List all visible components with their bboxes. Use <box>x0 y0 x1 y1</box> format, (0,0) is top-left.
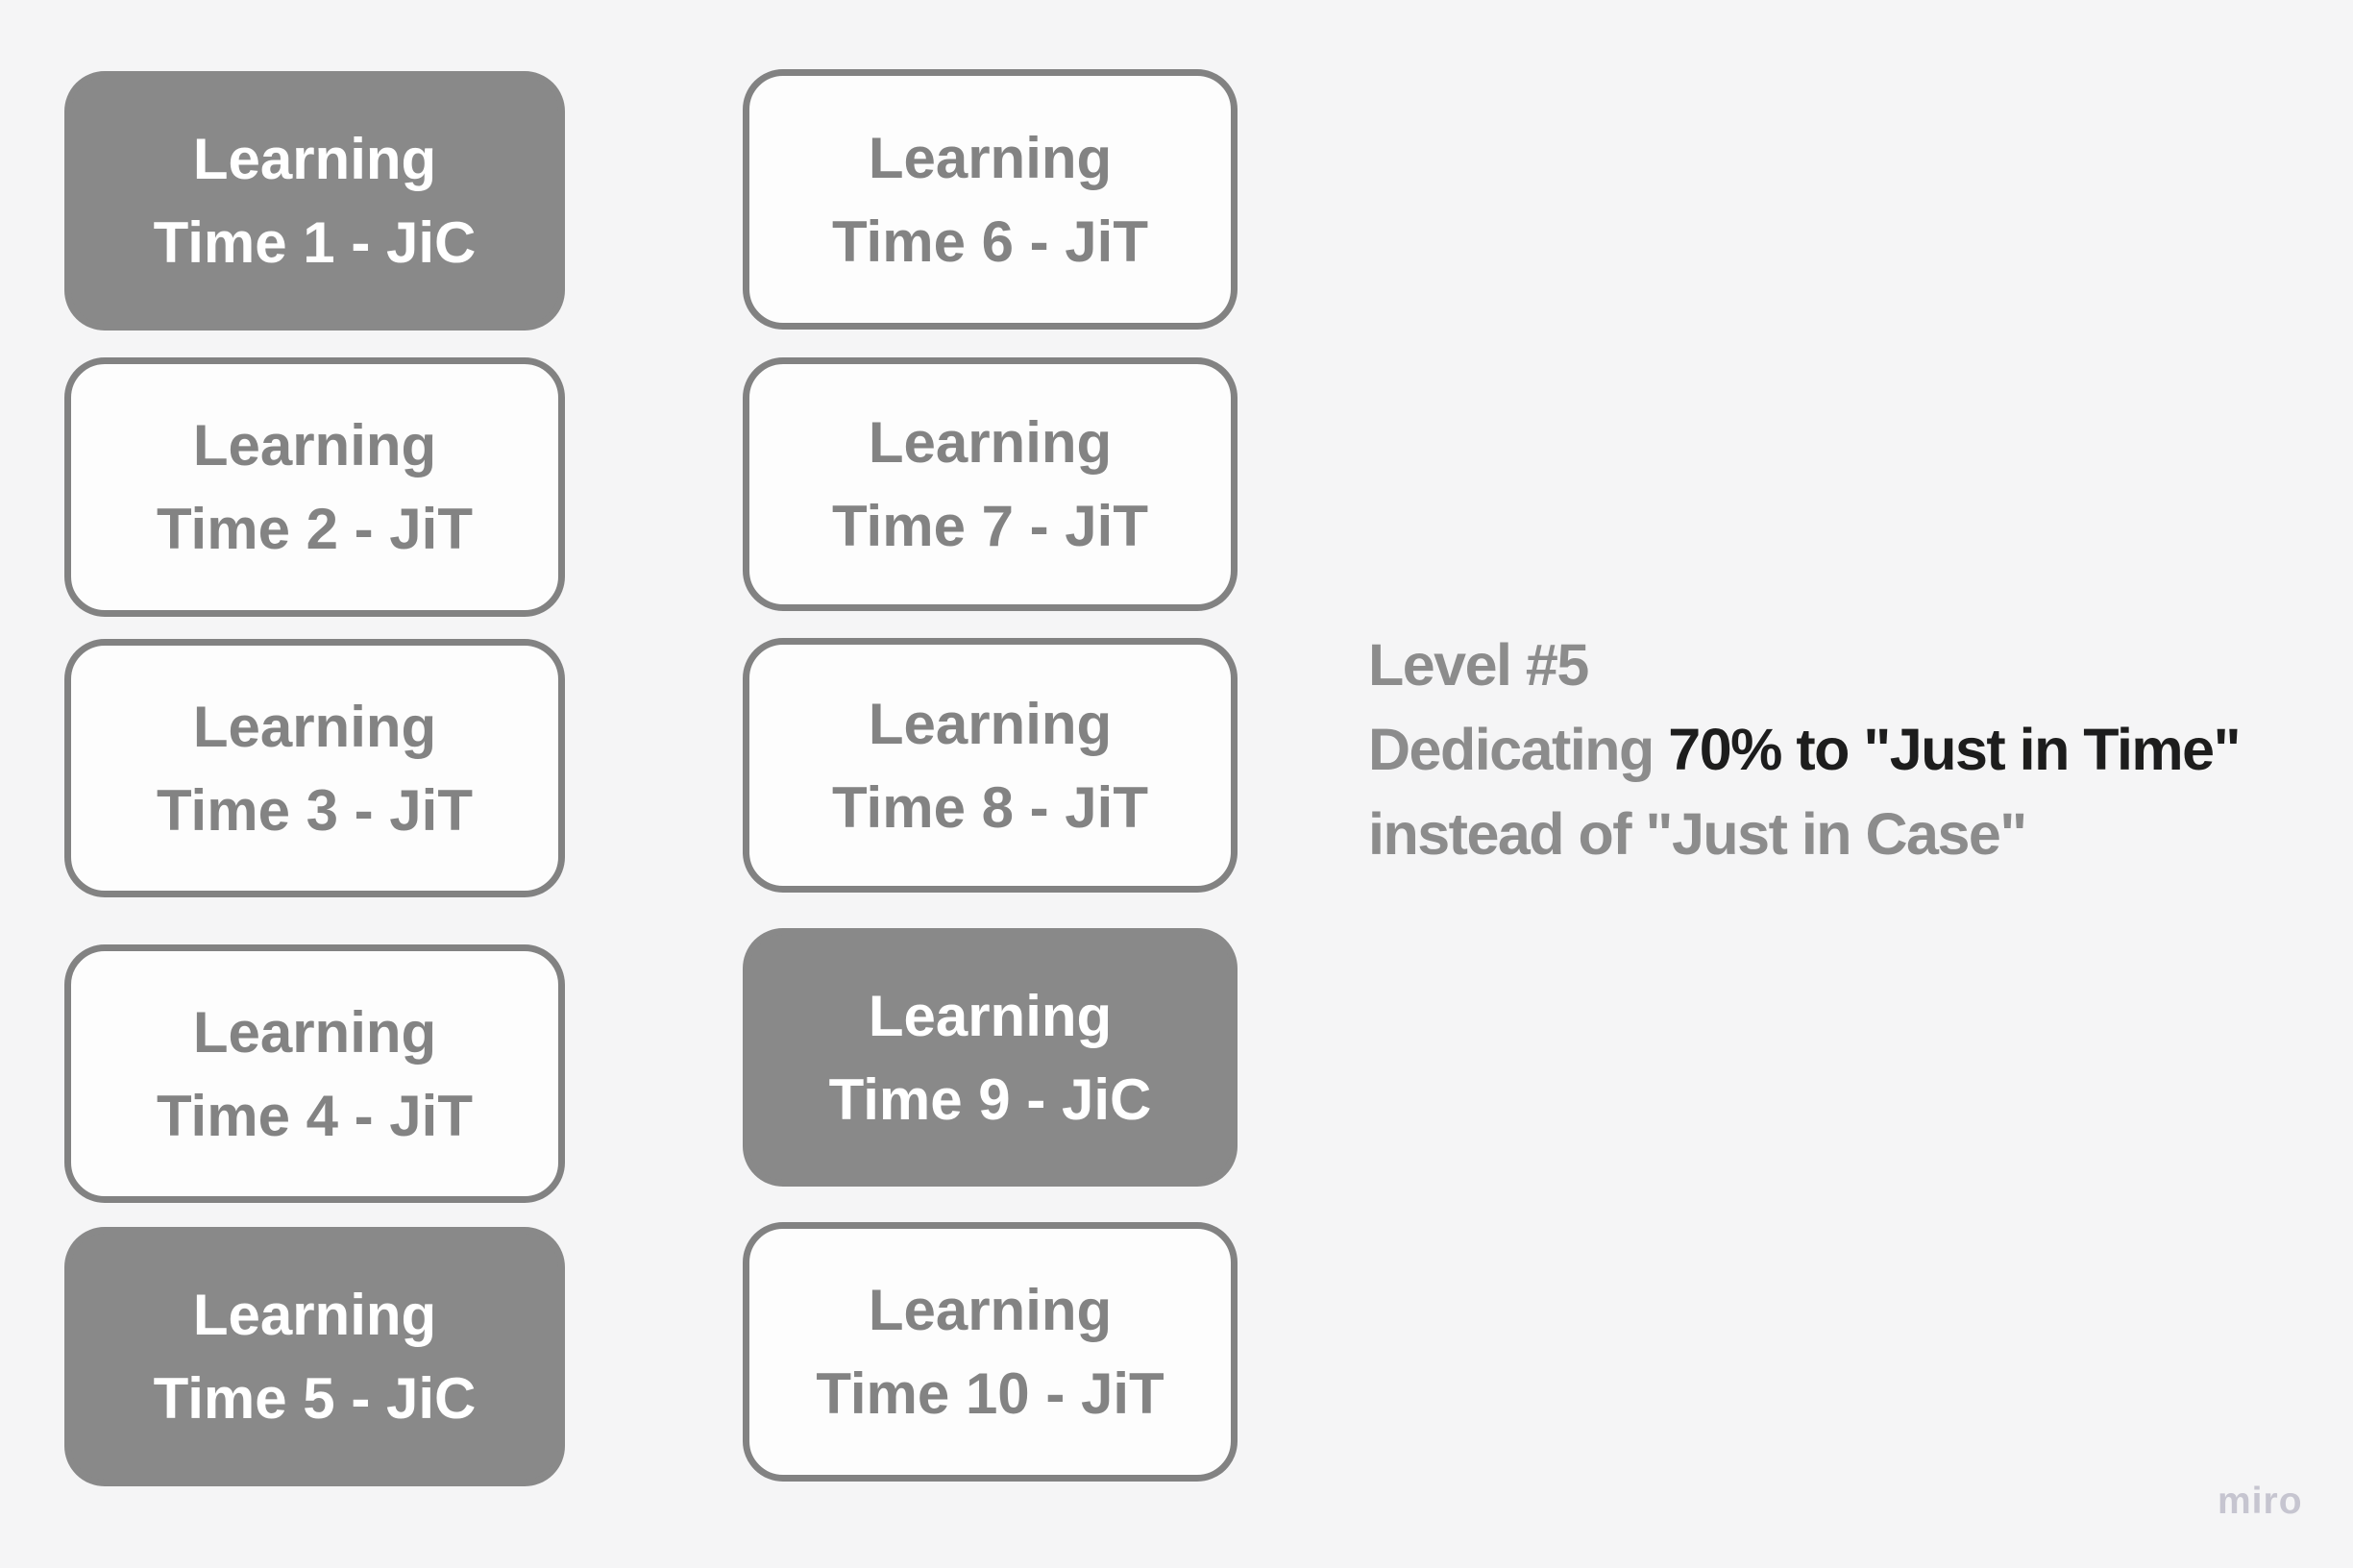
card-learning-time-2[interactable]: Learning Time 2 - JiT <box>64 357 565 617</box>
miro-watermark: miro <box>2218 1481 2303 1522</box>
card-label-line-2: Time 8 - JiT <box>831 774 1148 840</box>
card-label: Learning Time 8 - JiT <box>832 682 1148 849</box>
card-label: Learning Time 9 - JiC <box>829 974 1152 1141</box>
card-label-line-1: Learning <box>868 125 1113 190</box>
card-label-line-2: Time 4 - JiT <box>156 1083 473 1148</box>
card-learning-time-4[interactable]: Learning Time 4 - JiT <box>64 944 565 1203</box>
card-label-line-2: Time 3 - JiT <box>156 777 473 843</box>
card-label-line-1: Learning <box>868 1278 1113 1342</box>
card-learning-time-10[interactable]: Learning Time 10 - JiT <box>743 1222 1238 1482</box>
annotation-line-2-gray: Dedicating <box>1368 717 1669 782</box>
card-label: Learning Time 10 - JiT <box>816 1268 1164 1435</box>
card-learning-time-1[interactable]: Learning Time 1 - JiC <box>64 71 565 331</box>
annotation-line-1: Level #5 <box>1368 632 1589 698</box>
card-learning-time-8[interactable]: Learning Time 8 - JiT <box>743 638 1238 893</box>
card-label: Learning Time 1 - JiC <box>154 117 477 284</box>
annotation-line-2-emphasis: 70% to "Just in Time" <box>1668 717 2241 782</box>
card-learning-time-3[interactable]: Learning Time 3 - JiT <box>64 639 565 897</box>
card-label-line-2: Time 2 - JiT <box>156 497 473 561</box>
level-5-annotation[interactable]: Level #5 Dedicating 70% to "Just in Time… <box>1368 623 2339 876</box>
card-learning-time-6[interactable]: Learning Time 6 - JiT <box>743 69 1238 330</box>
card-label-line-2: Time 10 - JiT <box>816 1361 1164 1426</box>
card-label: Learning Time 6 - JiT <box>832 116 1148 283</box>
card-label-line-1: Learning <box>868 983 1113 1048</box>
card-label: Learning Time 4 - JiT <box>157 991 473 1158</box>
card-label-line-1: Learning <box>192 127 437 191</box>
card-learning-time-5[interactable]: Learning Time 5 - JiC <box>64 1227 565 1486</box>
card-label-line-1: Learning <box>868 691 1113 756</box>
annotation-line-2: Dedicating 70% to "Just in Time" <box>1368 707 2339 792</box>
annotation-line-3: instead of "Just in Case" <box>1368 801 2027 867</box>
card-label-line-2: Time 5 - JiC <box>153 1366 477 1431</box>
card-label-line-1: Learning <box>192 694 437 759</box>
card-learning-time-7[interactable]: Learning Time 7 - JiT <box>743 357 1238 611</box>
card-label: Learning Time 3 - JiT <box>157 685 473 852</box>
card-label-line-2: Time 6 - JiT <box>831 208 1148 274</box>
card-label: Learning Time 7 - JiT <box>832 401 1148 568</box>
card-learning-time-9[interactable]: Learning Time 9 - JiC <box>743 928 1238 1187</box>
card-label-line-2: Time 1 - JiC <box>153 210 477 275</box>
card-label-line-1: Learning <box>192 1283 437 1347</box>
card-label-line-1: Learning <box>192 413 437 478</box>
card-label-line-2: Time 9 - JiC <box>828 1066 1152 1132</box>
card-label-line-2: Time 7 - JiT <box>831 494 1148 558</box>
card-label-line-1: Learning <box>868 410 1113 475</box>
card-label: Learning Time 2 - JiT <box>157 404 473 571</box>
card-label-line-1: Learning <box>192 999 437 1065</box>
card-label: Learning Time 5 - JiC <box>154 1273 477 1440</box>
